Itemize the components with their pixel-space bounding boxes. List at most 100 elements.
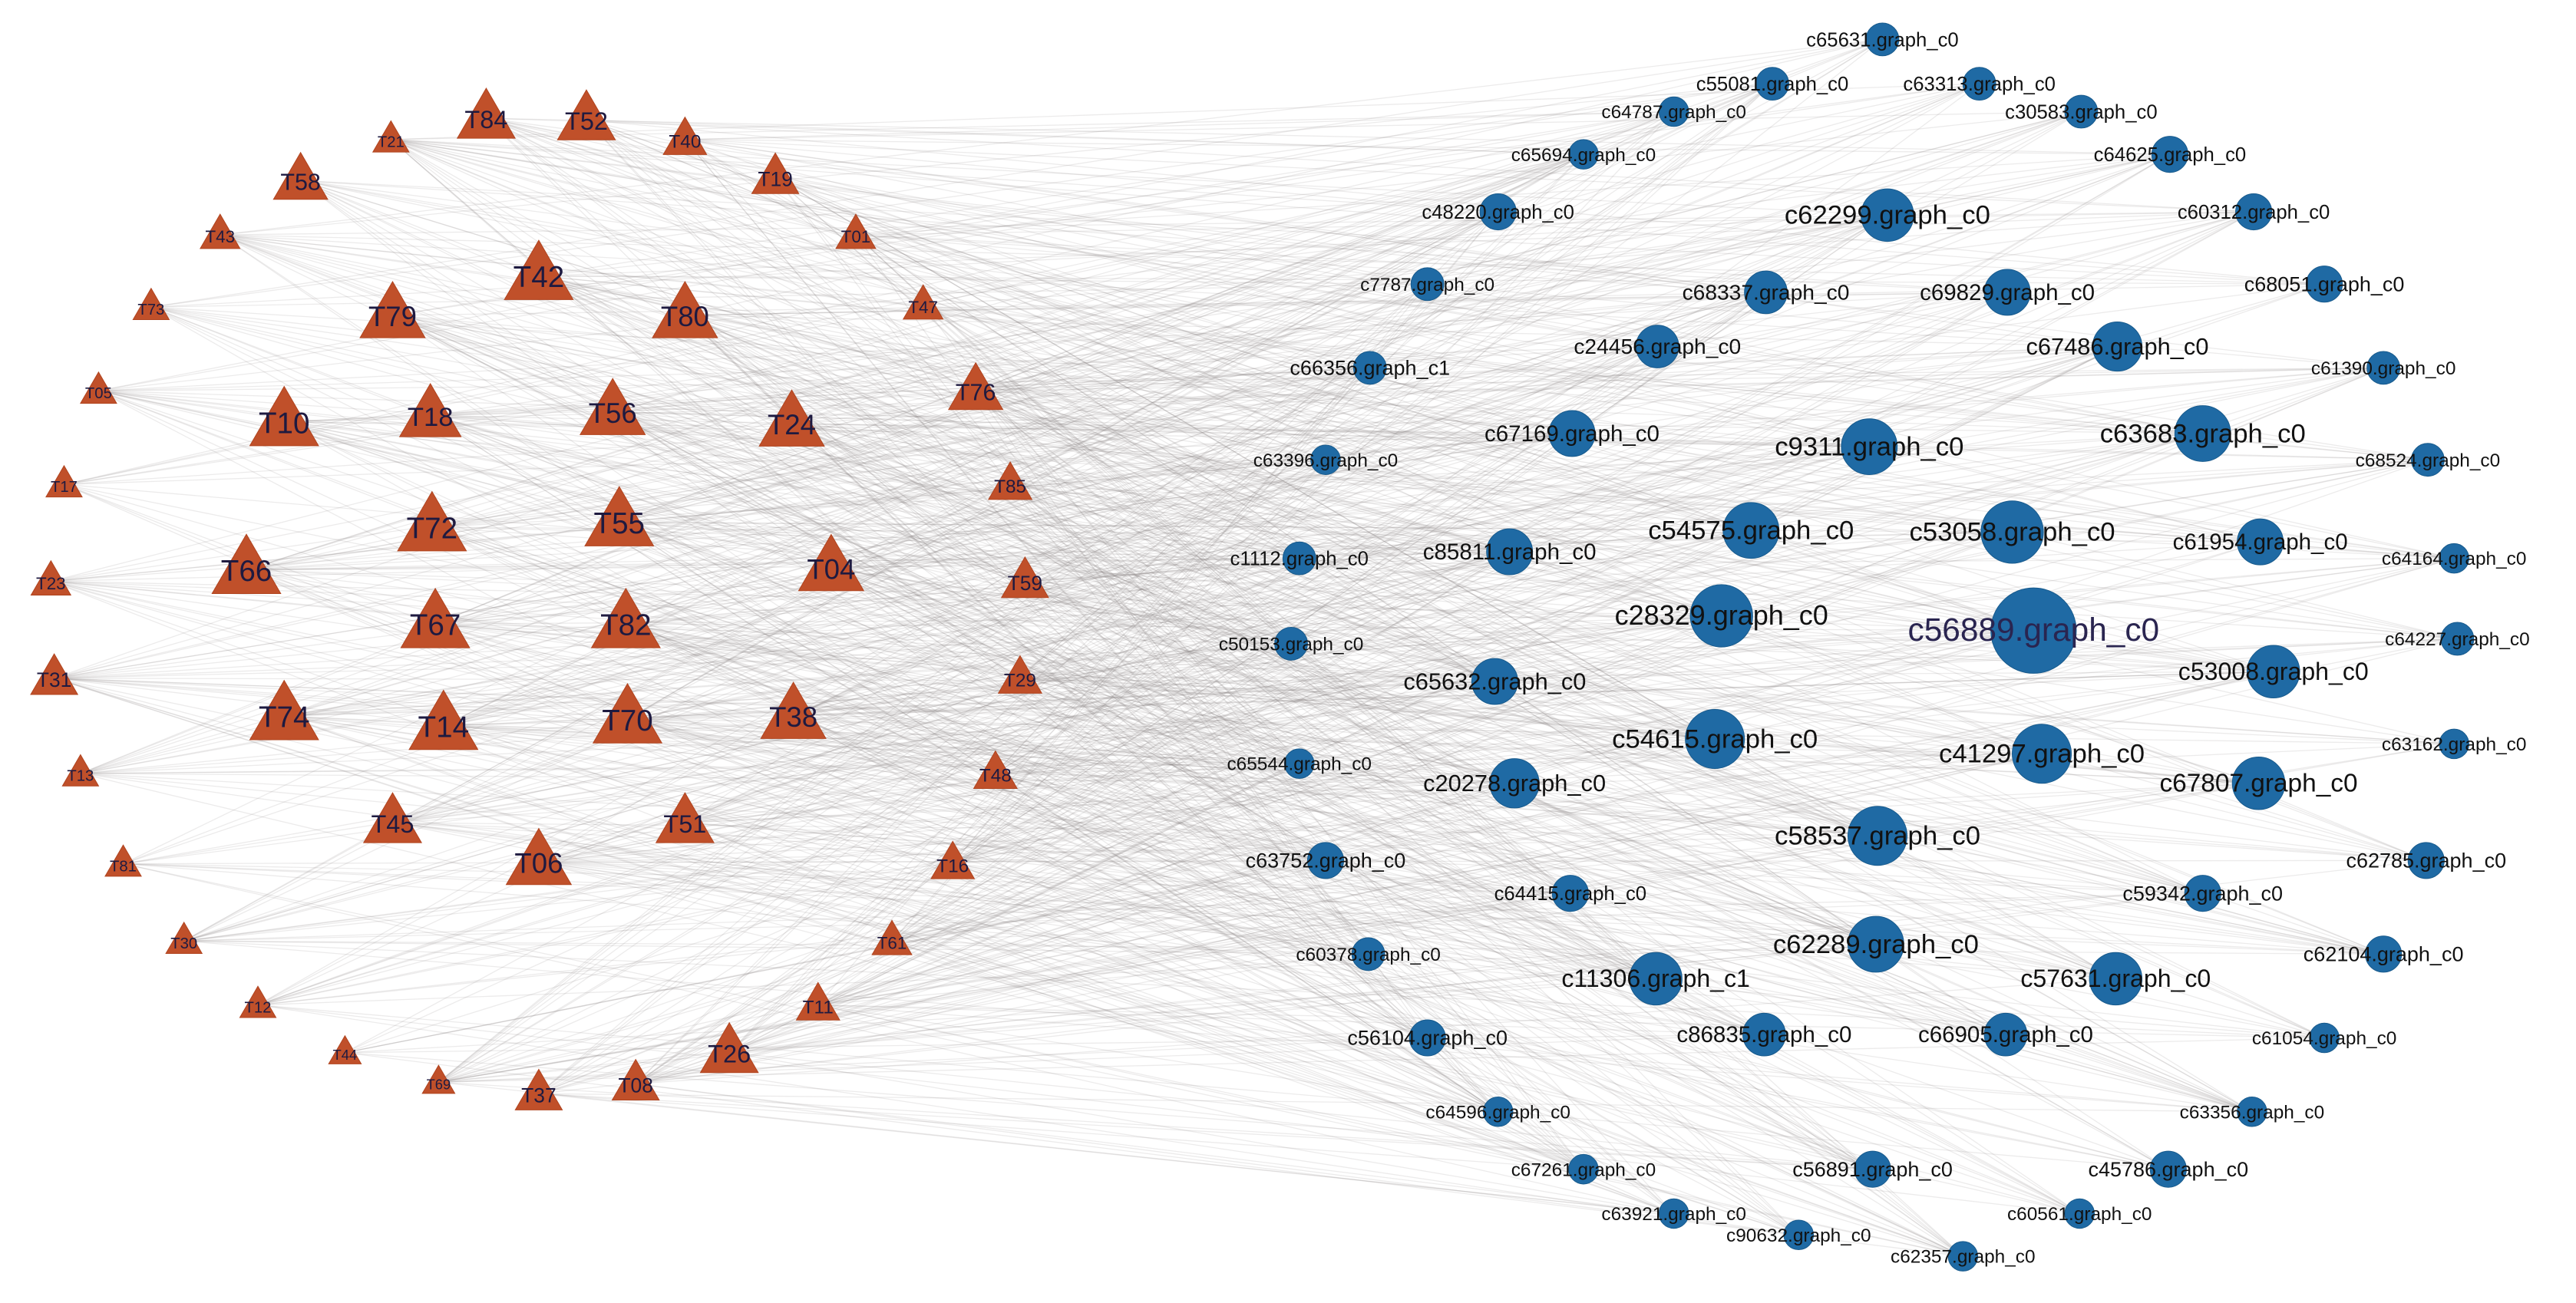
edge (284, 421, 1510, 553)
edge (431, 283, 2325, 528)
c-node-circle (1274, 626, 1308, 661)
edge (51, 211, 1498, 582)
edge (54, 678, 1799, 1235)
edge (774, 176, 2261, 543)
c-node-label: c63683.graph_c0 (2100, 419, 2306, 448)
c-node-label: c63356.graph_c0 (2180, 1102, 2325, 1123)
edge (51, 580, 1369, 955)
node-c62104-graph-c0: c62104.graph_c0 (2304, 935, 2463, 973)
node-c59342-graph-c0: c59342.graph_c0 (2122, 875, 2283, 912)
edge (685, 315, 1292, 645)
edge (183, 83, 1980, 942)
edge (438, 551, 1510, 1083)
node-t55: T55 (584, 486, 655, 546)
edge (817, 345, 2118, 1006)
edge (793, 153, 2171, 717)
t-node-label: T81 (110, 858, 137, 875)
edge (392, 822, 1656, 980)
edge (636, 1083, 1799, 1235)
edge (183, 940, 1369, 955)
t-node-triangle (590, 587, 661, 648)
edge (626, 623, 2080, 1215)
edge (586, 119, 2169, 1170)
node-c65632-graph-c0: c65632.graph_c0 (1403, 658, 1586, 705)
edge (627, 153, 1584, 720)
c-node-label: c9311.graph_c0 (1775, 432, 1963, 461)
edge (246, 569, 2274, 672)
edge (626, 531, 2013, 625)
node-c58537-graph-c0: c58537.graph_c0 (1775, 806, 1980, 866)
edge (685, 139, 2034, 632)
edge (438, 83, 1773, 1083)
edge (284, 615, 1722, 717)
edge (392, 822, 2006, 1035)
t-node-label: T19 (758, 167, 792, 190)
edge (284, 715, 1656, 980)
edge (1009, 367, 1370, 485)
edge (685, 139, 2254, 213)
edge (538, 557, 2455, 1094)
edge (793, 715, 1498, 1113)
node-t21: T21 (372, 120, 410, 153)
edge (98, 390, 2261, 543)
edge (486, 117, 1370, 368)
edge (257, 1004, 1799, 1235)
edge (976, 111, 2082, 391)
edge (586, 119, 2043, 754)
edge (995, 773, 1326, 861)
edge (220, 234, 2428, 460)
node-t85: T85 (987, 461, 1033, 500)
edge (443, 725, 2426, 862)
edge (284, 367, 2384, 717)
c-node-circle (1841, 418, 1898, 475)
edge (636, 783, 2259, 1085)
c-node-label: c62289.graph_c0 (1773, 930, 1979, 959)
edge (430, 214, 1887, 417)
node-t70: T70 (592, 682, 663, 744)
edge (300, 180, 1870, 447)
c-node-circle (1983, 1012, 2028, 1057)
edge (443, 725, 2116, 980)
c-node-circle (1744, 270, 1788, 315)
edge (150, 306, 1495, 682)
edge (443, 83, 1980, 727)
edge (80, 283, 1428, 774)
edge (431, 526, 1963, 1257)
node-t67: T67 (400, 587, 471, 648)
edge (98, 390, 2203, 894)
edge (300, 180, 2013, 533)
edge (831, 567, 1765, 1035)
edge (952, 551, 1510, 865)
edge (80, 615, 1722, 774)
edge (392, 111, 1674, 316)
c-node-circle (2439, 728, 2469, 760)
edge (613, 292, 1766, 413)
edge (431, 526, 1300, 764)
edge (817, 1004, 2325, 1039)
edge (923, 305, 1495, 682)
edge (728, 367, 2384, 1054)
node-c68051-graph-c0: c68051.graph_c0 (2244, 266, 2404, 303)
edge (613, 411, 1300, 559)
edge (685, 822, 1963, 1257)
node-c41297-graph-c0: c41297.graph_c0 (1939, 724, 2145, 784)
edge (431, 367, 1370, 528)
node-t37: T37 (514, 1068, 563, 1110)
edge (952, 367, 2384, 865)
edge (817, 681, 1495, 1006)
edge (538, 630, 2034, 863)
edge (1019, 678, 1675, 1214)
edge (685, 315, 1300, 559)
edge (791, 423, 2455, 559)
t-node-label: T72 (407, 512, 457, 545)
edge (626, 623, 2203, 894)
edge (220, 211, 2254, 236)
node-t59: T59 (1000, 556, 1049, 599)
edge (1024, 581, 1963, 1257)
edge (538, 783, 1515, 863)
edge (538, 153, 2171, 1094)
edge (627, 718, 1656, 980)
edge (345, 111, 2082, 1054)
edge (438, 1034, 1765, 1083)
edge (220, 234, 1326, 460)
